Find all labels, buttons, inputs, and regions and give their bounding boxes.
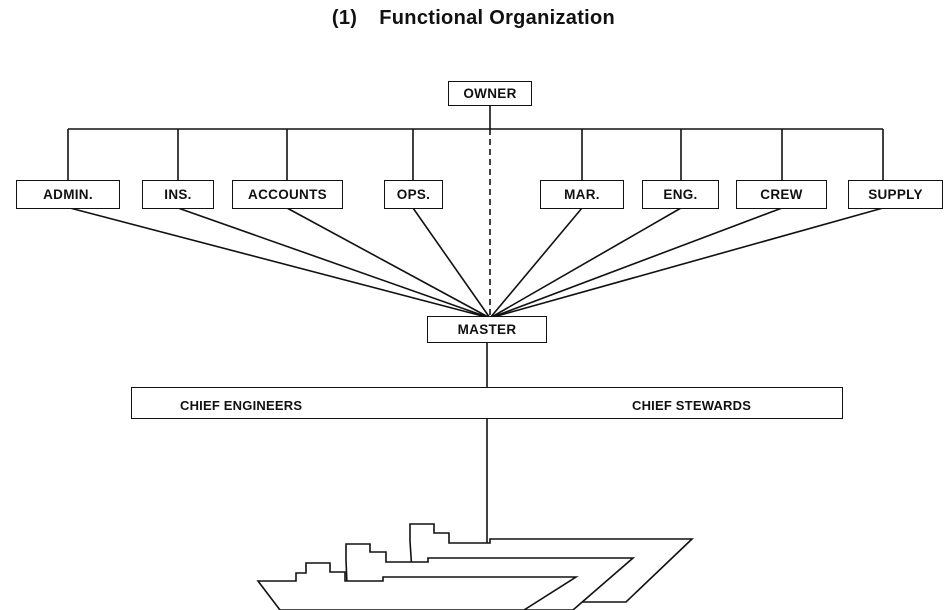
chief-engineers-label: CHIEF ENGINEERS [180, 398, 303, 413]
dept-box-crew: CREW [736, 180, 827, 209]
dept-box-eng: ENG. [642, 180, 719, 209]
chief-stewards-label: CHIEF STEWARDS [632, 398, 752, 413]
owner-box: OWNER [448, 81, 532, 106]
master-box: MASTER [427, 316, 547, 343]
dept-box-ops: OPS. [384, 180, 443, 209]
dept-box-ins: INS. [142, 180, 214, 209]
chiefs-band: CHIEF ENGINEERS CHIEF STEWARDS [131, 387, 843, 419]
dept-box-supply: SUPPLY [848, 180, 943, 209]
title-number: (1) [331, 7, 358, 29]
dept-box-admin: ADMIN. [16, 180, 120, 209]
title-text: Functional Organization [379, 7, 616, 29]
chart-title: (1) Functional Organization [0, 7, 947, 30]
dept-box-mar: MAR. [540, 180, 624, 209]
ship-icon [256, 523, 694, 610]
dept-box-accounts: ACCOUNTS [232, 180, 343, 209]
